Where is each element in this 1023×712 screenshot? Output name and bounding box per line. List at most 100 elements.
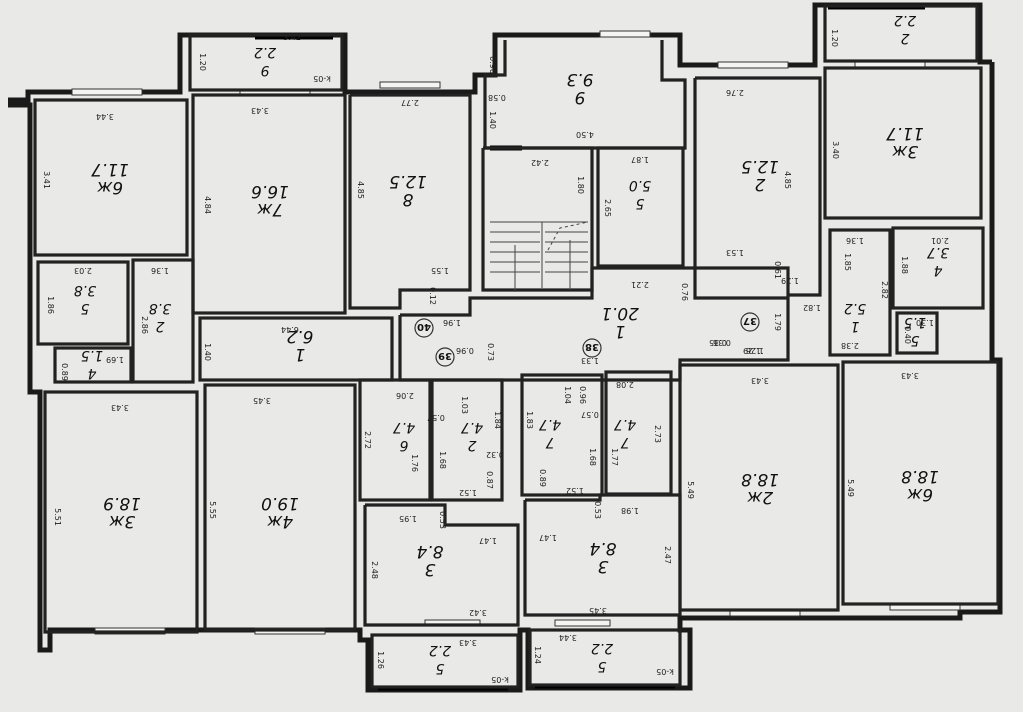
dimension-label: 5.49 xyxy=(846,479,855,497)
dimension-label: 1.96 xyxy=(443,318,461,327)
dimension-label: 3.43 xyxy=(251,106,269,115)
dimension-label: 4.84 xyxy=(203,196,212,214)
dimension-label: 1.80 xyxy=(576,176,585,194)
room-number: 2ж xyxy=(746,487,773,507)
room-number: 1 xyxy=(851,318,860,334)
dimension-label: k-05 xyxy=(313,74,331,83)
dimension-label: 1.20 xyxy=(830,29,839,47)
dimension-label: 4.50 xyxy=(576,130,594,139)
dimension-label: 0.89 xyxy=(538,469,547,487)
room-number: 9 xyxy=(575,87,586,107)
dimension-label: 0.58 xyxy=(488,93,506,102)
dimension-label: 1.36 xyxy=(151,266,169,275)
room-label: 74.7 xyxy=(614,416,636,450)
dimension-label: 2.03 xyxy=(74,266,92,275)
dimension-label: 5.51 xyxy=(53,508,62,526)
dimension-label: 5.49 xyxy=(686,481,695,499)
room-number: 4ж xyxy=(266,511,293,531)
room-area: 2.2 xyxy=(894,12,916,28)
room-label: 16.2 xyxy=(286,326,313,364)
room-label: 99.3 xyxy=(566,69,593,107)
room-label: 55.0 xyxy=(629,177,651,211)
room-number: 2 xyxy=(755,174,766,194)
dimension-label: 3.43 xyxy=(901,371,919,380)
dimension-label: k-05 xyxy=(656,667,674,676)
dimension-label: 1.76 xyxy=(410,454,419,472)
room-area: 5.0 xyxy=(629,177,651,193)
dimension-label: 1.53 xyxy=(726,248,744,257)
dimension-label: 1.29 xyxy=(781,276,799,285)
room-label: 15.2 xyxy=(844,300,866,334)
room-number: 8 xyxy=(402,189,413,209)
dimension-label: k-05 xyxy=(491,675,509,684)
room-area: 19.0 xyxy=(261,493,299,513)
room-area: 3.8 xyxy=(149,300,171,316)
room-number: 6ж xyxy=(906,484,933,504)
room-area: 2.2 xyxy=(591,640,613,656)
room-area: 18.8 xyxy=(901,466,939,486)
dimension-label: 1.82 xyxy=(803,303,821,312)
room-area: 4.7 xyxy=(393,419,415,435)
room-area: 12.5 xyxy=(741,156,779,176)
dimension-label: 1.52 xyxy=(459,488,477,497)
dimension-label: 2.08 xyxy=(616,380,634,389)
dimension-label: 2.06 xyxy=(396,391,414,400)
dimension-label: 0.76 xyxy=(680,283,689,301)
dimension-label: 3.45 xyxy=(589,606,607,615)
dimension-label: 1.85 xyxy=(843,253,852,271)
room-label: 41.5 xyxy=(81,347,103,381)
dimension-label: 0.53 xyxy=(593,501,602,519)
dimension-label: 6.44 xyxy=(281,325,299,334)
interior-walls xyxy=(33,4,1000,689)
staircase xyxy=(490,221,589,292)
room-number: 3 xyxy=(425,559,436,579)
dimension-label: 2.72 xyxy=(363,431,372,449)
dimension-label: 0.73 xyxy=(486,343,495,361)
room-number: 3ж xyxy=(108,511,135,531)
dimension-label: 4.85 xyxy=(783,171,792,189)
room-number: 5 xyxy=(435,660,444,676)
dimension-label: 2.76 xyxy=(726,88,744,97)
room-area: 18.9 xyxy=(103,493,141,513)
dimension-label: 3.44 xyxy=(96,112,114,121)
room-label: 38.4 xyxy=(589,538,616,576)
dimension-label: 0.57 xyxy=(581,410,599,419)
room-area: 11.7 xyxy=(91,159,129,179)
room-area: 18.8 xyxy=(741,469,779,489)
marker-text: 37 xyxy=(743,315,757,326)
room-area: 6.2 xyxy=(286,326,313,346)
dimension-label: 1.24 xyxy=(533,646,542,664)
room-label: 22.2 xyxy=(894,12,916,46)
dimension-label: 2.21 xyxy=(631,280,649,289)
dimension-label: 0.89 xyxy=(60,363,69,381)
room-number: 3ж xyxy=(891,141,918,161)
dimension-label: 3.45 xyxy=(253,396,271,405)
room-label: 212.5 xyxy=(741,156,779,194)
room-number: 5 xyxy=(597,658,606,674)
room-label: 24.7 xyxy=(461,419,483,453)
room-label: 812.5 xyxy=(389,171,427,209)
dimension-label: 1.30 xyxy=(916,318,934,327)
dimension-label: 2.01 xyxy=(931,236,949,245)
room-area: 8.4 xyxy=(416,541,443,561)
dimension-label: 1.84 xyxy=(493,411,502,429)
room-area: 16.6 xyxy=(251,181,289,201)
section-marker: 37 xyxy=(740,312,760,332)
room-number: 2 xyxy=(900,30,909,46)
dimension-label: 1.68 xyxy=(438,451,447,469)
dimension-label: 1.47 xyxy=(539,533,557,542)
dimension-label: 1.88 xyxy=(900,256,909,274)
marker-circle xyxy=(740,312,760,332)
room-label: 53.8 xyxy=(74,282,96,316)
dimension-label: 0.36 xyxy=(713,338,731,347)
dimension-label: 3.43 xyxy=(751,376,769,385)
dimension-label: 1.55 xyxy=(431,266,449,275)
marker-circle xyxy=(435,347,455,367)
dimension-label: 0.53 xyxy=(438,511,447,529)
dimension-label: 2.82 xyxy=(880,281,889,299)
dimension-label: 0.90 xyxy=(488,56,497,74)
dimension-label: 1.86 xyxy=(46,296,55,314)
